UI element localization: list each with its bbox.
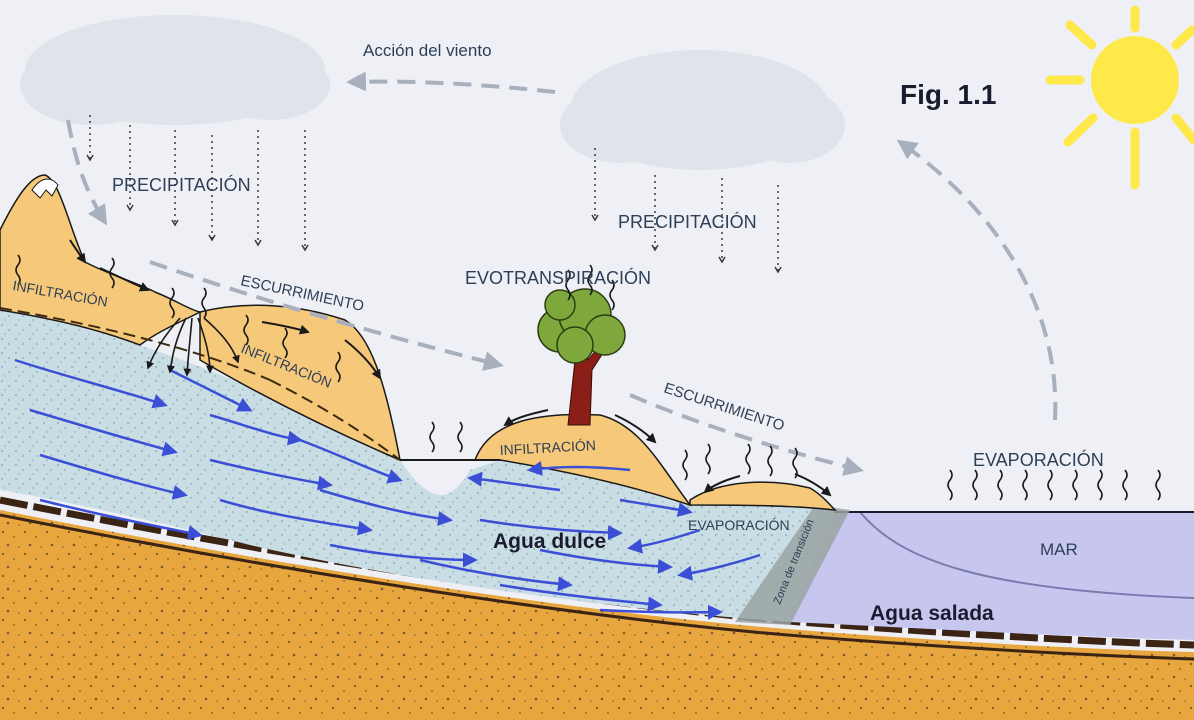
evotranspiration-label: EVOTRANSPIRACIÓN (465, 267, 651, 288)
evaporation-sea-label: EVAPORACIÓN (973, 449, 1104, 470)
sea-label: MAR (1040, 540, 1078, 559)
evaporation-coast-label: EVAPORACIÓN (688, 517, 790, 533)
precipitation-label-right: PRECIPITACIÓN (618, 211, 757, 232)
fresh-water-label: Agua dulce (493, 530, 606, 553)
figure-label: Fig. 1.1 (900, 79, 996, 110)
precipitation-label-left: PRECIPITACIÓN (112, 174, 251, 195)
salt-water-label: Agua salada (870, 602, 994, 625)
wind-label: Acción del viento (363, 41, 492, 60)
